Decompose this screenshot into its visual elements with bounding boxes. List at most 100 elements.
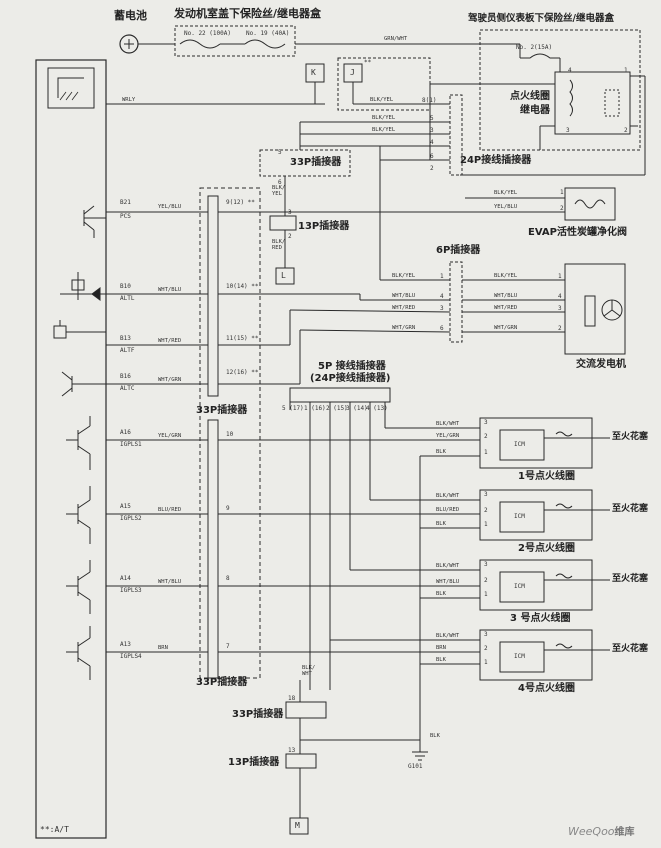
wire-wht-grn: WHT/GRN: [158, 377, 182, 383]
icm-2: ICM: [514, 513, 525, 520]
connector-24p: [449, 94, 463, 176]
coil2-wire-a: BLK/WHT: [436, 493, 460, 499]
coil2-pin-1: 1: [484, 521, 488, 528]
pin-10-14: 10(14) **: [226, 283, 259, 290]
engine-fuse-box-title: 发动机室盖下保险丝/继电器盒: [174, 7, 322, 20]
coil1-wire-b: YEL/GRN: [436, 433, 460, 439]
wire-yel-grn: YEL/GRN: [158, 433, 182, 439]
coil3-wire-c: BLK: [436, 591, 446, 597]
spark-2: 至火花塞: [612, 504, 649, 514]
icm-1: ICM: [514, 441, 525, 448]
pin-3-6p: 3: [440, 305, 444, 312]
ecm-pin-a16: A16: [120, 429, 131, 436]
coil2-wire-b: BLU/RED: [436, 507, 460, 513]
box-l: [275, 267, 295, 285]
wire-wht-red: WHT/RED: [158, 338, 182, 344]
ecm-pin-pcs: PCS: [120, 213, 131, 220]
ignition-relay: [554, 71, 631, 135]
pin-8-1: 8(1): [422, 97, 437, 104]
wire-6p-wht-grn-r: WHT/GRN: [494, 325, 518, 331]
ecm-box: [35, 59, 107, 839]
pin-6-24p: 6: [430, 153, 434, 160]
coil-3-label: 3 号点火线圈: [510, 613, 571, 624]
pin-10: 10: [226, 431, 234, 438]
coil4-pin-3: 3: [484, 631, 488, 638]
pin-alt-4: 4: [558, 293, 562, 300]
pin-18: 18: [288, 695, 296, 702]
connector-6p-label: 6P插接器: [436, 245, 481, 256]
pin-9: 9: [226, 505, 230, 512]
pin-4-24p: 4: [430, 139, 434, 146]
connector-33p-mid-label: 33P插接器: [196, 405, 248, 416]
icm-4: ICM: [514, 653, 525, 660]
ecm-pin-a14: A14: [120, 575, 131, 582]
wire-6p-wht-grn: WHT/GRN: [392, 325, 416, 331]
pin-9-12: 9(12) **: [226, 199, 255, 206]
coil2-wire-c: BLK: [436, 521, 446, 527]
pin-7: 7: [226, 643, 230, 650]
connector-5p-label-1: 5P 接线插接器: [318, 361, 386, 372]
pin-evap-2: 2: [560, 205, 564, 212]
pin-5-33p: 5: [278, 149, 282, 156]
coil-4-label: 4号点火线圈: [518, 683, 575, 694]
wire-blu-red: BLU/RED: [158, 507, 182, 513]
spark-1: 至火花塞: [612, 432, 649, 442]
coil2-pin-2: 2: [484, 507, 488, 514]
wire-blk-red: BLK/ RED: [272, 239, 286, 251]
engine-fuse-box: [174, 25, 296, 57]
relay-pin-2: 2: [624, 127, 628, 134]
coil-1: [479, 417, 593, 469]
coil3-wire-a: BLK/WHT: [436, 563, 460, 569]
ecm-pin-igpls1: IGPLS1: [120, 441, 142, 448]
box-l-label: L: [281, 271, 286, 280]
pin-3-13p: 3: [288, 209, 292, 216]
coil1-pin-2: 2: [484, 433, 488, 440]
coil4-pin-2: 2: [484, 645, 488, 652]
fuse-19: No. 19 (40A): [246, 30, 290, 37]
ecm-pin-altf: ALTF: [120, 347, 135, 354]
coil1-pin-3: 3: [484, 419, 488, 426]
connector-24p-label: 24P接线插接器: [460, 155, 532, 166]
pin-evap-1: 1: [560, 189, 564, 196]
wire-6p-blk-yel: BLK/YEL: [392, 273, 416, 279]
relay-pin-3: 3: [566, 127, 570, 134]
pin-4-6p: 4: [440, 293, 444, 300]
ecm-pin-a15: A15: [120, 503, 131, 510]
coil-4: [479, 629, 593, 681]
coil3-wire-b: WHT/BLU: [436, 579, 460, 585]
pin-alt-2: 2: [558, 325, 562, 332]
wire-6p-wht-blu: WHT/BLU: [392, 293, 416, 299]
coil4-wire-b: BRN: [436, 645, 446, 651]
fuse-22: No. 22 (100A): [184, 30, 231, 37]
pin-5p-d: 3 (14): [346, 405, 368, 412]
relay-pin-1: 1: [624, 67, 628, 74]
pin-5-24p: 5: [430, 115, 434, 122]
alternator-label: 交流发电机: [576, 359, 626, 370]
pin-5p-a: 5 (17): [282, 405, 304, 412]
watermark-brand: WeeQoo: [568, 825, 615, 838]
pin-6-33p: 6: [278, 179, 282, 186]
footnote: **:A/T: [40, 825, 69, 834]
connector-13p-bottom: [285, 753, 317, 769]
coil3-pin-3: 3: [484, 561, 488, 568]
wire-6p-blk-yel-r: BLK/YEL: [494, 273, 518, 279]
wire-yel-blu-r: YEL/BLU: [494, 204, 518, 210]
connector-33p-bottom-label: 33P插接器: [232, 709, 284, 720]
wire-blk-wht-vert: BLK/ WHT: [302, 665, 316, 677]
coil3-pin-2: 2: [484, 577, 488, 584]
alternator: [564, 263, 626, 355]
coil-2-label: 2号点火线圈: [518, 543, 575, 554]
ground-label: G101: [408, 763, 423, 770]
wire-blk-yel-2: BLK/YEL: [372, 115, 396, 121]
evap-valve: [564, 187, 616, 221]
spark-3: 至火花塞: [612, 574, 649, 584]
wire-yel-blu: YEL/BLU: [158, 204, 182, 210]
pin-1-6p: 1: [440, 273, 444, 280]
pin-5p-c: 2 (15): [326, 405, 348, 412]
wire-blk-yel-vert: BLK/ YEL: [272, 185, 286, 197]
ecm-pin-a13: A13: [120, 641, 131, 648]
wire-blk-yel-3: BLK/YEL: [372, 127, 396, 133]
pin-8: 8: [226, 575, 230, 582]
